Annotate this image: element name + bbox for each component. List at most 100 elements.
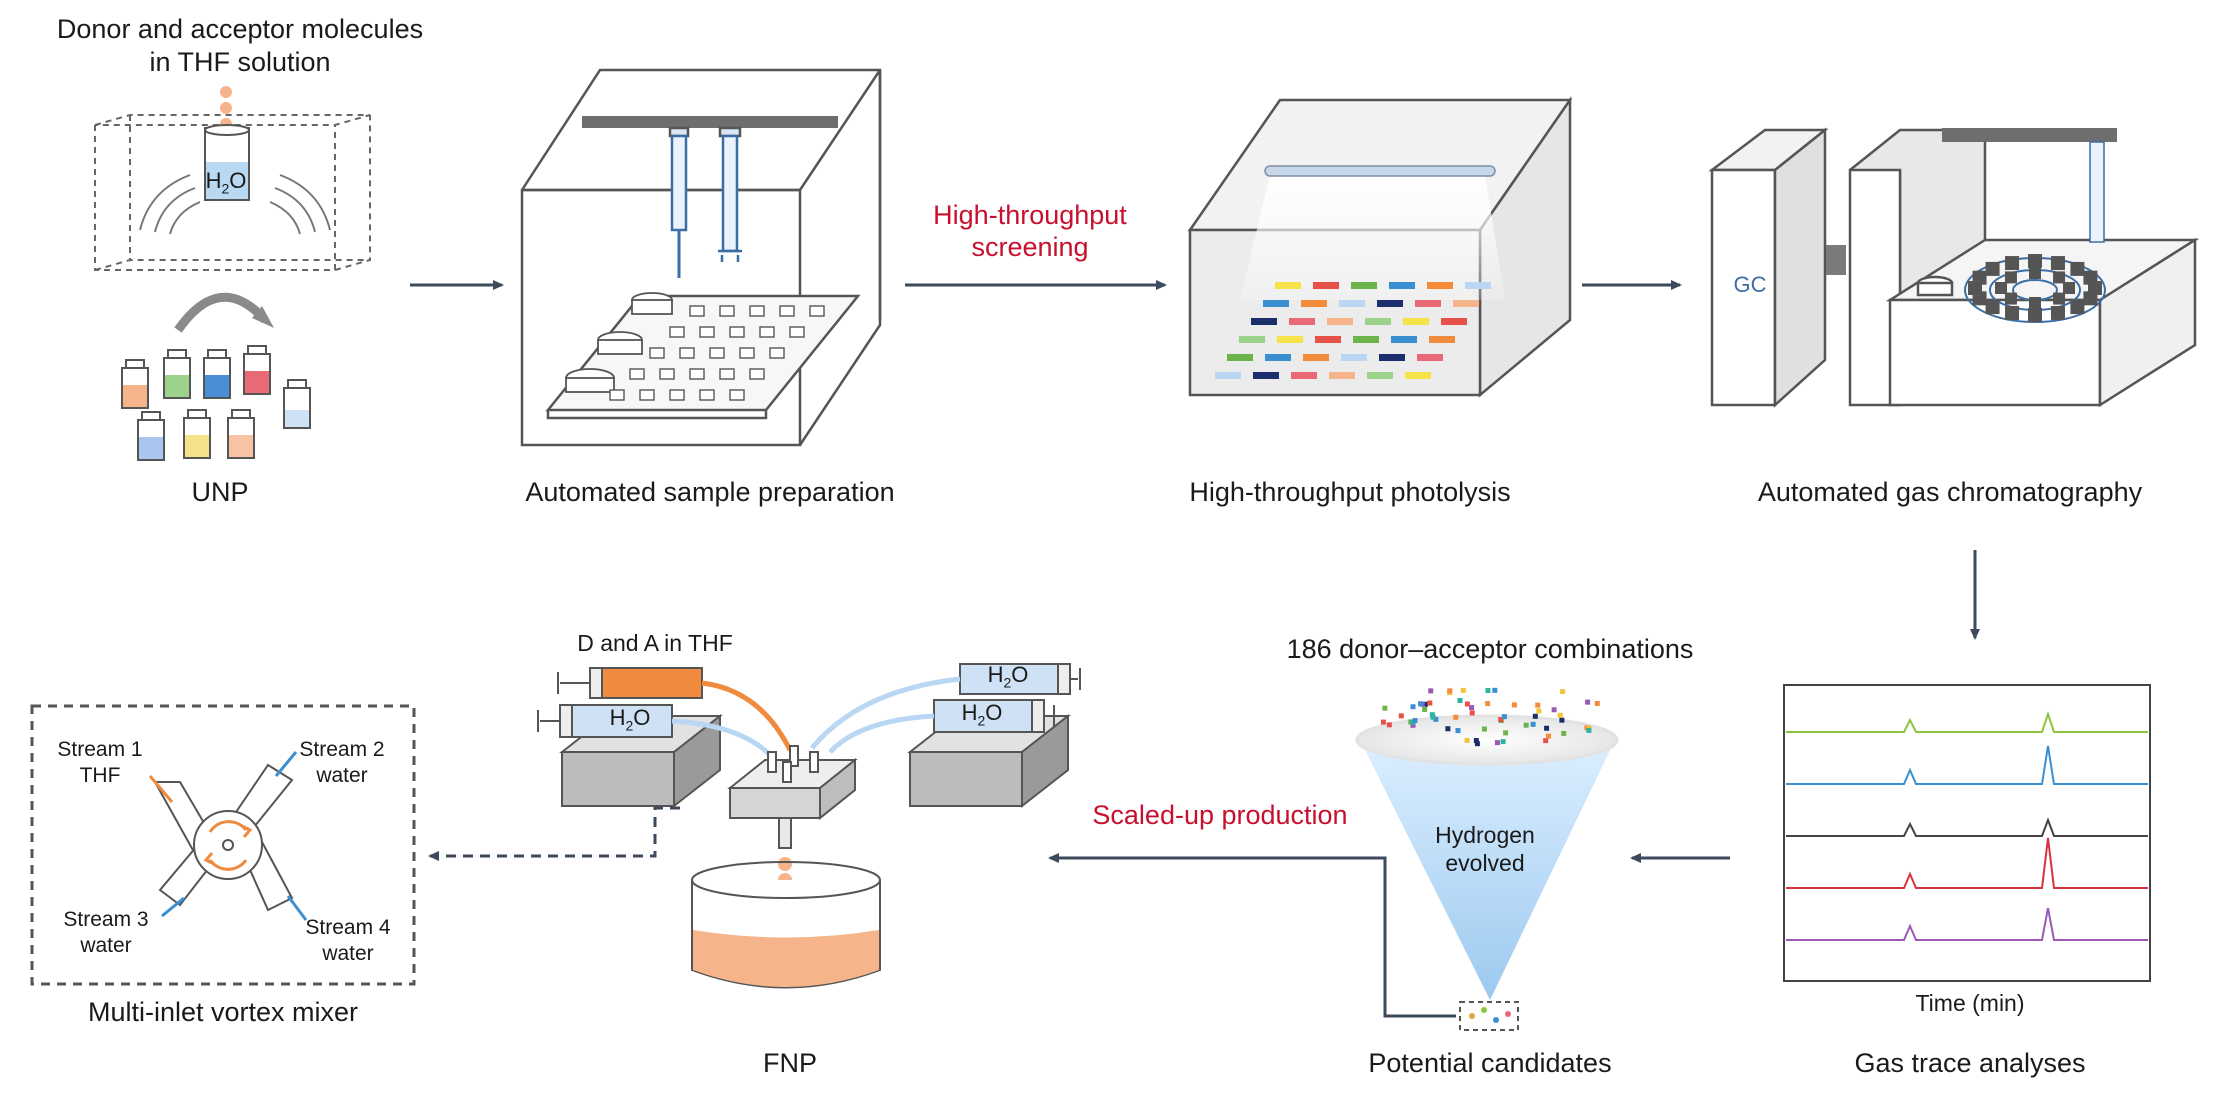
syr-h: H [987,662,1004,687]
combination-dot [1447,688,1453,694]
rack-vial [709,347,725,359]
vortex-mixer-panel [30,704,416,986]
gc-vial [2029,297,2041,309]
gc-vial [2083,270,2098,285]
time-axis-label: Time (min) [1915,990,2025,1016]
stream3-line2: water [80,934,132,957]
sample-plate [1277,336,1303,343]
vortex-channels [153,763,294,912]
mixer-block [727,745,858,849]
combination-dot [1410,704,1416,710]
combination-dot [1430,714,1436,720]
sample-plate [1215,372,1241,379]
combination-dot [1594,700,1600,706]
sample-plate [1365,318,1391,325]
gc-vial [2070,300,2085,315]
syr-o: O [633,705,651,730]
combination-dot [1433,716,1439,722]
syringe-h2o-right-bottom: H2O [942,700,1022,728]
combination-dot [1429,712,1435,718]
gc-label: Automated gas chromatography [1757,477,2143,507]
combination-dot [1501,714,1507,720]
combination-dot [1585,699,1591,705]
sample-plate [1405,372,1431,379]
sample-plate [1313,282,1339,289]
sample-plate [1353,336,1379,343]
sample-plate [1253,372,1279,379]
sample-plate [1263,300,1289,307]
fnp-setup [537,663,1081,989]
syr-h: H [961,700,978,725]
sample-plate [1453,300,1479,307]
combination-dot [1460,687,1466,693]
stream1-line2: THF [79,764,121,787]
sample-plate [1415,300,1441,307]
rack-vial [729,389,745,401]
candidates-label: Potential candidates [1368,1048,1612,1078]
syr-sub: 2 [1003,674,1012,691]
gc-vial [2004,271,2017,284]
rack-vial [659,368,675,380]
rack-vial [609,389,625,401]
combination-dot [1474,741,1480,747]
combination-dot [1586,727,1592,733]
gc-vial [2004,292,2017,305]
sample-plate [1315,336,1341,343]
combination-dot [1457,697,1463,703]
sample-plate [1351,282,1377,289]
combination-dot [1532,713,1538,719]
hydrogen-line2: evolved [1445,850,1525,876]
combination-dot [1410,722,1416,728]
pipette-tip [668,126,690,278]
stream3-line1: Stream 3 [63,908,149,931]
sample-prep-robot [520,68,882,447]
combination-dot [1551,707,1557,713]
combination-dot [1380,719,1386,725]
gc-vial [2005,256,2020,271]
sample-plate [1403,318,1429,325]
scaled-label: Scaled-up production [1092,800,1348,830]
combination-dot [1453,714,1459,720]
rack-vial [699,389,715,401]
syr-o: O [985,700,1003,725]
gc-vial [1995,282,2007,294]
sample-plate [1379,354,1405,361]
rack-vial [699,326,715,338]
d-and-a-label: D and A in THF [577,630,733,656]
sonication-bath [94,114,371,271]
sample-plate [1441,318,1467,325]
sample-plate [1289,318,1315,325]
gc-box-label: GC [1733,272,1767,297]
combination-dot [1386,722,1392,728]
gc-vial [2029,267,2041,279]
combination-dot [1481,726,1487,732]
rack-vial [719,305,735,317]
combination-dot [1544,725,1550,731]
trace-line [1786,710,2148,733]
vortex-label: Multi-inlet vortex mixer [87,997,359,1027]
rack-vial [679,347,695,359]
gc-vial [2050,256,2065,271]
combination-dot [1494,740,1500,746]
photolysis-label: High-throughput photolysis [1189,477,1511,507]
combination-dot [1464,701,1470,707]
combination-dot [1546,733,1552,739]
combination-dot [1523,722,1529,728]
combination-dot [1543,738,1549,744]
combination-dot [1561,730,1567,736]
rack-vial [669,326,685,338]
combination-dot [1428,688,1434,694]
combination-dot [1464,737,1470,743]
beaker [204,86,250,201]
prep-label: Automated sample preparation [525,477,895,507]
sample-plate [1367,372,1393,379]
stream2-line1: Stream 2 [299,738,385,761]
sample-plate [1429,336,1455,343]
combination-dot [1557,712,1563,718]
combination-dot [1427,700,1433,706]
rack-vial [789,326,805,338]
arrow-fnp-to-vortex [428,806,680,861]
syr-h: H [609,705,626,730]
combos-label: 186 donor–acceptor combinations [1286,634,1694,664]
gc-vial [2028,254,2042,268]
